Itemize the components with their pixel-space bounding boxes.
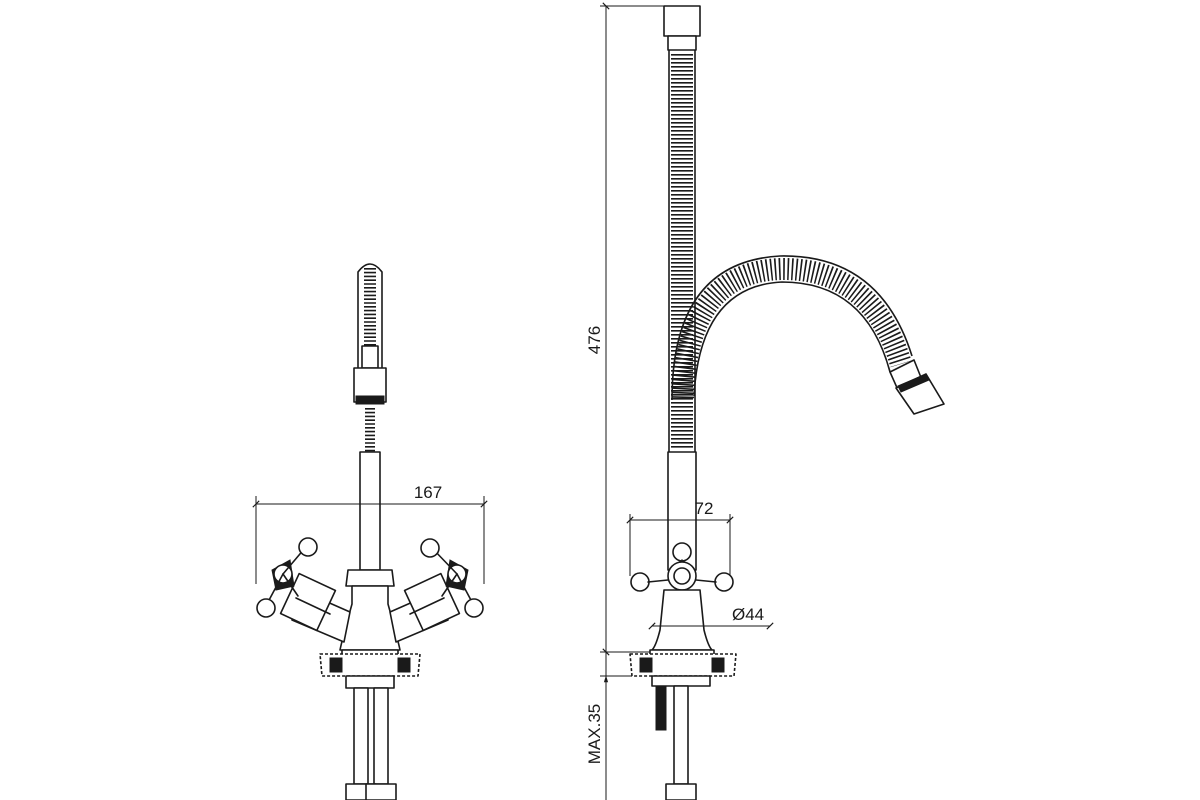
mount-thickness-label: MAX.35 [585, 704, 604, 764]
side-view: 72 Ø44 476 MAX.35 [585, 2, 945, 800]
front-flex-hose [353, 263, 387, 452]
front-width-label: 167 [414, 483, 442, 502]
side-supply-hoses [655, 685, 697, 800]
side-top-cap [663, 5, 701, 37]
front-mount [319, 649, 421, 689]
front-left-valve [256, 537, 351, 643]
mount-thickness-dimension: MAX.35 [585, 652, 632, 800]
side-body [651, 589, 713, 651]
front-stem [359, 451, 381, 571]
height-dimension: 476 [585, 2, 664, 656]
front-right-valve [389, 538, 484, 643]
side-width-dimension: 72 [626, 499, 734, 576]
front-view: 167 [252, 263, 488, 800]
front-body-nut [345, 569, 395, 587]
height-label: 476 [585, 326, 604, 354]
side-mount [629, 649, 737, 687]
front-width-dimension: 167 [252, 483, 488, 584]
side-width-label: 72 [695, 499, 714, 518]
base-diameter-callout: Ø44 [648, 605, 774, 630]
front-supply-hoses [345, 687, 397, 800]
base-diameter-label: Ø44 [732, 605, 764, 624]
side-arched-spout [671, 255, 945, 415]
